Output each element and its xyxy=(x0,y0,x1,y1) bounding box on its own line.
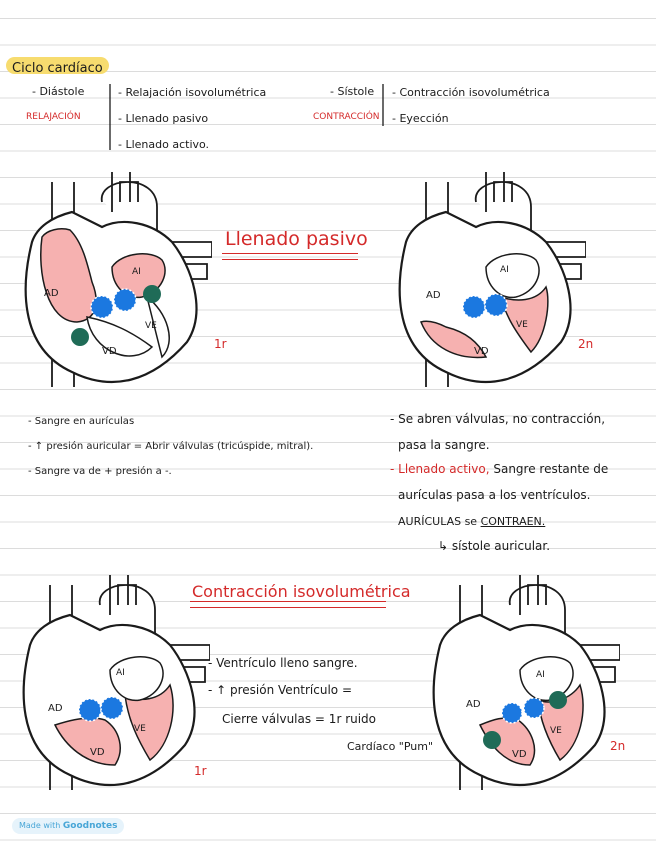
diastole-item-3: - Llenado activo. xyxy=(118,138,209,151)
note-left-1: - Sangre en aurículas xyxy=(28,415,134,428)
goodnotes-badge[interactable]: Made with Goodnotes xyxy=(12,818,124,834)
pulmonary-valve-icon xyxy=(71,328,89,346)
aortic-valve-icon xyxy=(143,285,161,303)
diastole-brace xyxy=(108,82,116,152)
heart-diagram-4: AD AI VD VE xyxy=(420,575,620,805)
contraccion-iso-title: Contracción isovolumétrica xyxy=(192,581,411,603)
sound-tag-1r-b: 1r xyxy=(194,765,207,778)
label-ve: VE xyxy=(516,320,528,330)
label-ad: AD xyxy=(466,699,481,710)
atria-text: AURÍCULAS se xyxy=(398,515,477,528)
diastole-item-2: - Llenado pasivo xyxy=(118,112,208,125)
note-right-2: pasa la sangre. xyxy=(398,439,490,452)
note2-2: - ↑ presión Ventrículo = xyxy=(208,684,352,697)
contraen-text: CONTRAEN. xyxy=(481,515,546,528)
diastole-item-1: - Relajación isovolumétrica xyxy=(118,86,266,99)
label-ve: VE xyxy=(550,726,562,736)
sistole-brace xyxy=(381,82,389,128)
note-right-3b: Sangre restante de xyxy=(493,462,608,476)
label-ve: VE xyxy=(134,724,146,734)
mitral-valve-icon xyxy=(101,697,123,719)
label-ve: VE xyxy=(145,321,157,331)
contraccion-label: CONTRACCIÓN xyxy=(313,111,380,124)
note-right-4: aurículas pasa a los ventrículos. xyxy=(398,489,591,502)
badge-prefix: Made with xyxy=(19,821,60,830)
label-ai: AI xyxy=(132,267,141,277)
label-ai: AI xyxy=(536,670,545,680)
heart-diagram-3: AD AI VD VE xyxy=(10,575,210,805)
heart-diagram-1: AD AI VD VE xyxy=(12,172,212,402)
sistole-label: - Sístole xyxy=(330,85,374,98)
label-ad: AD xyxy=(426,290,441,301)
label-ai: AI xyxy=(500,265,509,275)
pulmonary-valve-icon xyxy=(483,731,501,749)
mitral-valve-icon xyxy=(524,698,544,718)
title2-double-underline xyxy=(190,601,386,608)
title-highlight: Ciclo cardíaco xyxy=(6,57,109,74)
title-double-underline xyxy=(222,253,358,260)
label-vd: VD xyxy=(474,346,489,357)
note-right-6: ↳ sístole auricular. xyxy=(438,540,550,553)
label-vd: VD xyxy=(512,749,527,760)
mitral-valve-icon xyxy=(114,289,136,311)
badge-brand: Goodnotes xyxy=(63,821,118,831)
label-ad: AD xyxy=(48,703,63,714)
heart-diagram-2: AD AI VD VE xyxy=(386,172,586,402)
note-right-3: - Llenado activo, Sangre restante de xyxy=(390,463,608,476)
sistole-item-1: - Contracción isovolumétrica xyxy=(392,86,550,99)
note-left-3: - Sangre va de + presión a -. xyxy=(28,465,172,478)
mitral-valve-icon xyxy=(485,294,507,316)
relajacion-label: RELAJACIÓN xyxy=(26,111,81,124)
label-vd: VD xyxy=(102,346,117,357)
llenado-activo-label: - Llenado activo, xyxy=(390,462,490,476)
note2-1: - Ventrículo lleno sangre. xyxy=(208,657,358,670)
sound-tag-1r: 1r xyxy=(214,338,227,351)
label-vd: VD xyxy=(90,747,105,758)
sistole-item-2: - Eyección xyxy=(392,112,449,125)
tricuspid-valve-icon xyxy=(502,703,522,723)
diastole-label: - Diástole xyxy=(32,85,84,98)
tricuspid-valve-icon xyxy=(79,699,101,721)
note-right-5: AURÍCULAS se CONTRAEN. xyxy=(398,515,545,528)
tricuspid-valve-icon xyxy=(463,296,485,318)
label-ai: AI xyxy=(116,668,125,678)
note-right-1: - Se abren válvulas, no contracción, xyxy=(390,413,605,426)
aortic-valve-icon xyxy=(549,691,567,709)
llenado-pasivo-title: Llenado pasivo xyxy=(225,228,368,250)
sound-tag-2n-b: 2n xyxy=(610,740,625,753)
note-left-2: - ↑ presión auricular = Abrir válvulas (… xyxy=(28,440,313,453)
note2-3: Cierre válvulas = 1r ruido xyxy=(222,713,376,726)
tricuspid-valve-icon xyxy=(91,296,113,318)
sound-tag-2n: 2n xyxy=(578,338,593,351)
page-title: Ciclo cardíaco xyxy=(12,61,103,76)
label-ad: AD xyxy=(44,288,59,299)
